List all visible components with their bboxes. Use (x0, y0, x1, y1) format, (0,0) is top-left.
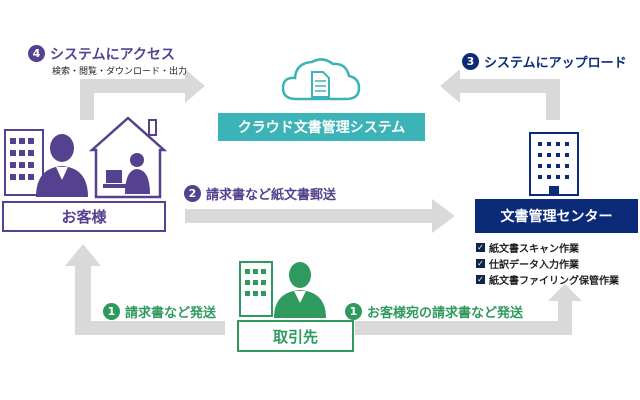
step2-label: 請求書など紙文書郵送 (206, 188, 337, 203)
step3-label: システムにアップロード (484, 56, 627, 71)
cloud-system-box: クラウド文書管理システム (218, 113, 425, 141)
cloud-document-icon (281, 58, 361, 101)
arrow-step1-left (65, 244, 225, 335)
check-icon: ✓ (476, 243, 485, 252)
customer-label: お客様 (61, 208, 107, 226)
task-item: 仕訳データ入力作業 (489, 260, 579, 271)
step4-sublabel: 検索・閲覧・ダウンロード・出力 (52, 67, 188, 77)
customer-box: お客様 (2, 201, 166, 232)
businessman-icon (36, 134, 88, 197)
step1-left-label: 請求書など発送 (125, 306, 217, 321)
arrow-step3 (440, 69, 560, 120)
arrow-step1-right (355, 284, 582, 335)
check-icon: ✓ (476, 259, 485, 268)
step3-number: 3 (462, 53, 479, 70)
house-worker-icon (88, 116, 168, 199)
step1-right-number: 1 (345, 303, 362, 320)
arrow-step2 (185, 199, 455, 233)
step2-number: 2 (184, 185, 201, 202)
step1-right-label: お客様宛の請求書など発送 (367, 306, 524, 321)
building-icon (529, 132, 579, 196)
cloud-system-label: クラウド文書管理システム (237, 120, 406, 136)
step4-number: 4 (28, 45, 45, 62)
step4-label: システムにアクセス (50, 47, 175, 63)
task-item: 紙文書スキャン作業 (489, 244, 579, 255)
step1-left-number: 1 (103, 303, 120, 320)
supplier-person-icon (274, 262, 326, 318)
document-center-box: 文書管理センター (475, 199, 638, 233)
supplier-label: 取引先 (272, 327, 318, 346)
task-item: 紙文書ファイリング保管作業 (489, 276, 619, 287)
supplier-building-icon (239, 261, 273, 317)
office-building-icon (4, 129, 44, 196)
arrow-step4 (80, 69, 205, 120)
check-icon: ✓ (476, 275, 485, 284)
document-center-label: 文書管理センター (500, 209, 613, 225)
supplier-box: 取引先 (237, 320, 354, 352)
